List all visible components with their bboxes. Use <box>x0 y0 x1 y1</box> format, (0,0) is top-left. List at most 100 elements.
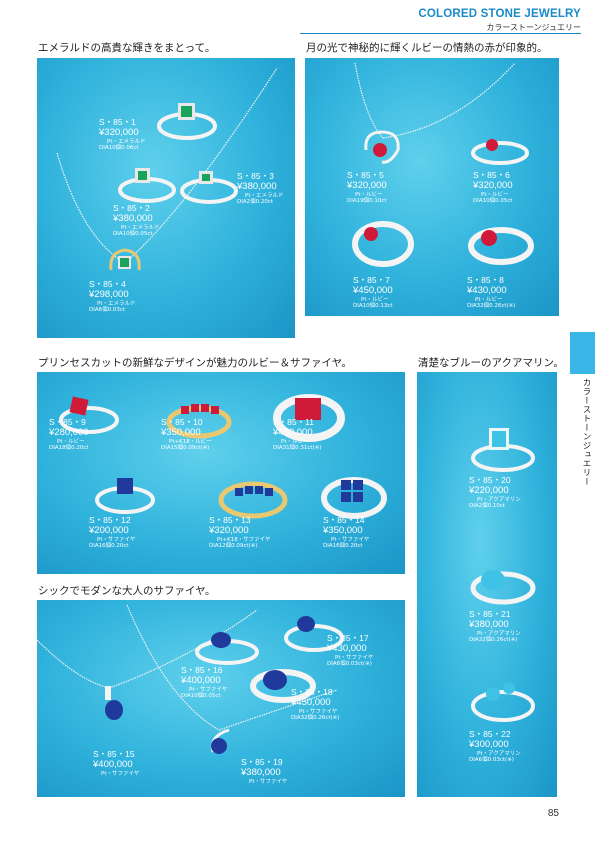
product-diamond: DIA2個0.10ct <box>469 503 506 509</box>
panel-emerald: S・85・1 ¥320,000 Pt・エメラルド DIA10個0.06ct S・… <box>37 58 295 338</box>
emerald-pendant-4 <box>109 248 141 271</box>
product-price: ¥350,000 <box>323 524 363 536</box>
product-code: S・85・10 <box>161 417 203 427</box>
section-title-aquamarine: 清楚なブルーのアクアマリン。 <box>418 357 564 369</box>
product-diamond: DIA10個0.05ct <box>113 231 153 237</box>
product-price: ¥200,000 <box>89 524 129 536</box>
product-material: Pt+K18・サファイヤ <box>217 536 271 543</box>
product-s85-21: S・85・21 ¥380,000 Pt・アクアマリン DIA32個0.26ct(… <box>469 609 521 643</box>
product-material: Pt・サファイヤ <box>335 654 374 661</box>
product-price: ¥450,000 <box>291 696 331 708</box>
emerald-ring-3 <box>180 171 238 204</box>
ruby-ring-10 <box>166 404 232 439</box>
product-code: S・85・7 <box>353 275 390 285</box>
product-code: S・85・17 <box>327 633 369 643</box>
product-diamond: DIA19個0.10ct <box>347 198 387 204</box>
product-diamond: DIA32個0.26ct(※) <box>291 715 340 721</box>
product-code: S・85・20 <box>469 475 511 485</box>
product-s85-4: S・85・4 ¥298,000 Pt・エメラルド DIA6個0.03ct <box>89 279 135 313</box>
emerald-ring-1 <box>157 103 217 140</box>
side-tab-marker <box>570 332 595 374</box>
product-price: ¥430,000 <box>467 284 507 296</box>
sapphire-ring-17 <box>284 616 344 652</box>
product-diamond: DIA10個0.05ct <box>473 198 513 204</box>
header-title-en: COLORED STONE JEWELRY <box>418 8 581 20</box>
product-material: Pt・サファイヤ <box>101 770 140 777</box>
necklace-chain <box>354 62 516 139</box>
product-code: S・85・11 <box>273 417 314 427</box>
product-s85-9: S・85・9 ¥280,000 Pt・ルビー DIA18個0.20ct <box>49 417 89 451</box>
product-code: S・85・6 <box>473 170 510 180</box>
product-s85-17: S・85・17 ¥430,000 Pt・サファイヤ DIA6個0.03ct(※) <box>327 633 374 667</box>
product-s85-22: S・85・22 ¥300,000 Pt・アクアマリン DIA6個0.03ct(※… <box>469 729 521 763</box>
panel-princess: S・85・9 ¥280,000 Pt・ルビー DIA18個0.20ct S・85… <box>37 372 405 574</box>
section-title-emerald: エメラルドの高貴な輝きをまとって。 <box>38 42 216 54</box>
panel-ruby: S・85・5 ¥320,000 Pt・ルビー DIA19個0.10ct S・85… <box>305 58 559 316</box>
product-code: S・85・2 <box>113 203 150 213</box>
aquamarine-ring-21 <box>470 570 536 605</box>
product-material: Pt・サファイヤ <box>331 536 370 543</box>
product-diamond: DIA10個0.13ct <box>353 303 393 309</box>
product-code: S・85・18 <box>291 687 333 697</box>
product-code: S・85・15 <box>93 749 135 759</box>
product-code: S・85・19 <box>241 757 283 767</box>
product-code: S・85・1 <box>99 117 136 127</box>
product-price: ¥300,000 <box>469 738 509 750</box>
product-material: Pt・エメラルド <box>121 224 160 231</box>
product-material: Pt・アクアマリン <box>477 750 521 757</box>
product-code: S・85・9 <box>49 417 86 427</box>
product-price: ¥320,000 <box>473 179 513 191</box>
product-price: ¥380,000 <box>113 212 153 224</box>
product-price: ¥450,000 <box>353 284 393 296</box>
ruby-ring-9 <box>59 396 119 434</box>
product-s85-15: S・85・15 ¥400,000 Pt・サファイヤ <box>93 749 140 777</box>
product-price: ¥380,000 <box>469 618 509 630</box>
product-diamond: DIA6個0.03ct <box>89 307 126 313</box>
page-number: 85 <box>547 808 559 819</box>
sapphire-ring-12 <box>95 478 155 514</box>
product-material: Pt・ルビー <box>475 296 503 303</box>
product-s85-6: S・85・6 ¥320,000 Pt・ルビー DIA10個0.05ct <box>473 170 513 204</box>
product-code: S・85・12 <box>89 515 131 525</box>
product-diamond: DIA32個0.26ct(※) <box>469 637 518 643</box>
panel-aquamarine: S・85・20 ¥220,000 Pt・アクアマリン DIA2個0.10ct S… <box>417 372 557 797</box>
side-tab-label: カラーストーンジュエリー <box>581 378 591 486</box>
product-code: S・85・13 <box>209 515 251 525</box>
product-material: Pt・サファイヤ <box>189 686 228 693</box>
product-diamond: DIA16個0.20ct <box>89 543 129 549</box>
product-code: S・85・3 <box>237 171 274 181</box>
product-s85-7: S・85・7 ¥450,000 Pt・ルビー DIA10個0.13ct <box>353 275 393 309</box>
product-material: Pt・ルビー <box>355 191 383 198</box>
product-price: ¥320,000 <box>99 126 139 138</box>
aquamarine-ring-20 <box>471 428 535 472</box>
product-diamond: DIA6個0.03ct(※) <box>327 661 372 667</box>
emerald-ring-2 <box>118 168 176 203</box>
product-s85-20: S・85・20 ¥220,000 Pt・アクアマリン DIA2個0.10ct <box>469 475 521 509</box>
product-price: ¥450,000 <box>273 426 313 438</box>
product-material: Pt・サファイヤ <box>299 708 338 715</box>
sapphire-pendant-19 <box>210 728 230 754</box>
product-price: ¥320,000 <box>347 179 387 191</box>
product-price: ¥350,000 <box>161 426 201 438</box>
product-diamond: DIA31個0.31ct(※) <box>273 445 322 451</box>
product-s85-19: S・85・19 ¥380,000 Pt・サファイヤ <box>241 757 288 785</box>
section-title-ruby: 月の光で神秘的に輝くルビーの情熱の赤が印象的。 <box>306 42 548 54</box>
product-material: Pt・アクアマリン <box>477 496 521 503</box>
section-title-princess: プリンセスカットの新鮮なデザインが魅力のルビー＆サファイヤ。 <box>38 357 352 369</box>
product-s85-2: S・85・2 ¥380,000 Pt・エメラルド DIA10個0.05ct <box>113 203 160 237</box>
product-diamond: DIA10個0.06ct <box>99 145 139 151</box>
product-material: Pt・サファイヤ <box>249 778 288 785</box>
aquamarine-ring-22 <box>471 682 535 722</box>
ruby-ring-6 <box>471 139 529 165</box>
product-code: S・85・22 <box>469 729 511 739</box>
product-diamond: DIA10個0.05ct <box>181 693 221 699</box>
product-diamond: DIA16個0.20ct <box>323 543 363 549</box>
product-s85-12: S・85・12 ¥200,000 Pt・サファイヤ DIA16個0.20ct <box>89 515 135 549</box>
product-material: Pt・ルビー <box>481 191 509 198</box>
product-material: Pt・エメラルド <box>107 138 146 145</box>
product-s85-5: S・85・5 ¥320,000 Pt・ルビー DIA19個0.10ct <box>347 170 387 204</box>
product-price: ¥298,000 <box>89 288 129 300</box>
ruby-pendant-5 <box>364 130 400 164</box>
product-code: S・85・21 <box>469 609 511 619</box>
product-material: Pt+K18・ルビー <box>169 438 212 445</box>
